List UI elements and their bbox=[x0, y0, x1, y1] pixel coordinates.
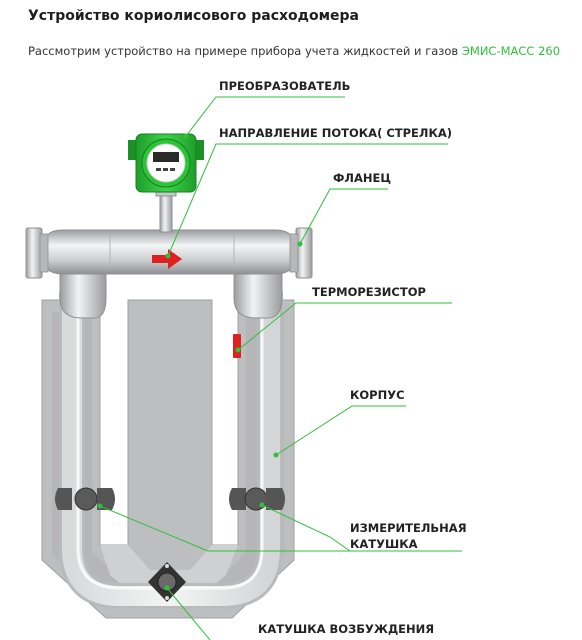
label-measuring-coil-line1: ИЗМЕРИТЕЛЬНАЯ bbox=[350, 521, 467, 535]
measuring-coil-left bbox=[55, 487, 115, 511]
excitation-coil bbox=[148, 562, 186, 602]
label-excitation-coil: КАТУШКА ВОЗБУЖДЕНИЯ bbox=[258, 622, 434, 636]
page-title: Устройство кориолисового расходомера bbox=[28, 8, 360, 24]
transmitter-neck bbox=[159, 191, 173, 233]
label-converter: ПРЕОБРАЗОВАТЕЛЬ bbox=[219, 79, 350, 93]
display-icon bbox=[153, 152, 179, 162]
product-link[interactable]: ЭМИС-МАСС 260 bbox=[461, 44, 561, 58]
flow-arrow-icon bbox=[152, 249, 182, 269]
intro-paragraph: Рассмотрим устройство на примере прибора… bbox=[28, 44, 560, 58]
leader-dots bbox=[97, 133, 303, 591]
thermistor bbox=[233, 334, 241, 358]
label-flange: ФЛАНЕЦ bbox=[333, 171, 391, 185]
label-flow-direction: НАПРАВЛЕНИЕ ПОТОКА( СТРЕЛКА) bbox=[219, 126, 452, 140]
label-thermistor: ТЕРМОРЕЗИСТОР bbox=[312, 285, 426, 299]
flange-left bbox=[25, 227, 49, 279]
intro-text: Рассмотрим устройство на примере прибора… bbox=[28, 44, 459, 58]
label-housing: КОРПУС bbox=[350, 388, 405, 402]
transmitter bbox=[128, 133, 204, 193]
risers bbox=[59, 261, 283, 319]
leader-lines bbox=[99, 96, 462, 640]
measuring-coil-right bbox=[229, 487, 285, 511]
flange-right bbox=[289, 227, 313, 279]
label-measuring-coil-line2: КАТУШКА bbox=[350, 537, 418, 551]
